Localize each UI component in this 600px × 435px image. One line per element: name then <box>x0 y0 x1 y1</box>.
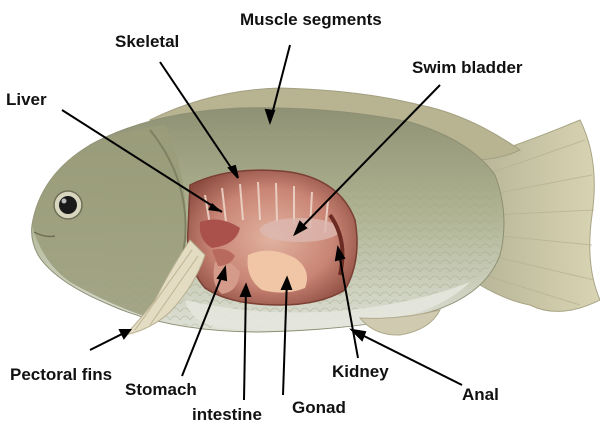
label-intestine: intestine <box>192 405 262 425</box>
label-skeletal: Skeletal <box>115 32 179 52</box>
label-muscle-segments: Muscle segments <box>240 10 382 30</box>
label-liver: Liver <box>6 90 47 110</box>
label-gonad: Gonad <box>292 398 346 418</box>
label-swim-bladder: Swim bladder <box>412 58 523 78</box>
label-anal: Anal <box>462 385 499 405</box>
label-pectoral-fins: Pectoral fins <box>10 365 112 385</box>
label-stomach: Stomach <box>125 380 197 400</box>
label-kidney: Kidney <box>332 362 389 382</box>
